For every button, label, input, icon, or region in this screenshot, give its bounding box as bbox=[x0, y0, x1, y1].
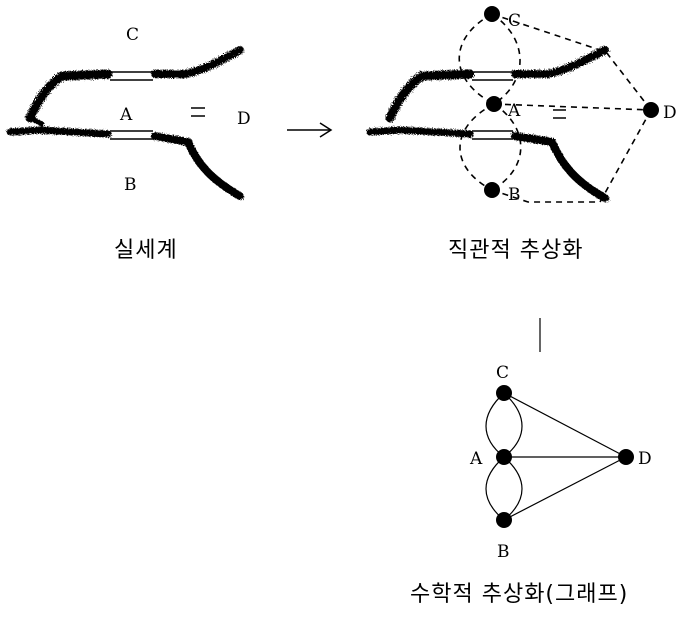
label-a: A bbox=[507, 101, 521, 121]
river-lower-bank-right bbox=[151, 132, 244, 200]
node-d bbox=[643, 102, 659, 118]
dashed-edges bbox=[458, 13, 652, 203]
label-b: B bbox=[124, 175, 137, 195]
node-c bbox=[484, 6, 500, 22]
right-arrow bbox=[287, 122, 333, 138]
label-d: D bbox=[663, 103, 677, 123]
node-b bbox=[496, 512, 512, 528]
label-c: C bbox=[126, 25, 139, 45]
label-d: D bbox=[638, 449, 652, 469]
river-upper-bank-right bbox=[151, 46, 244, 78]
label-a: A bbox=[119, 105, 133, 125]
label-c: C bbox=[508, 11, 521, 31]
intuitive-nodes bbox=[484, 6, 659, 198]
node-c bbox=[496, 385, 512, 401]
bridges bbox=[110, 71, 205, 140]
caption-math-abstraction: 수학적 추상화(그래프) bbox=[410, 582, 629, 607]
math-graph: C A D B bbox=[469, 363, 652, 562]
graph-nodes bbox=[496, 385, 634, 528]
caption-intuitive-abstraction: 직관적 추상화 bbox=[448, 238, 584, 263]
label-b: B bbox=[508, 185, 521, 205]
node-a bbox=[486, 96, 502, 112]
real-world-map: C A D B bbox=[6, 25, 251, 200]
river-upper-bank bbox=[25, 69, 113, 123]
node-d bbox=[618, 449, 634, 465]
node-a bbox=[496, 449, 512, 465]
river-left-split bbox=[27, 115, 45, 127]
river-lower-bank bbox=[6, 126, 112, 138]
label-a: A bbox=[469, 449, 483, 469]
graph-edges bbox=[485, 392, 627, 521]
node-b bbox=[484, 182, 500, 198]
label-c: C bbox=[496, 363, 509, 383]
caption-real-world: 실세계 bbox=[114, 238, 178, 263]
label-b: B bbox=[497, 542, 510, 562]
intuitive-abstraction: C A D B bbox=[366, 6, 677, 205]
label-d: D bbox=[237, 109, 251, 129]
